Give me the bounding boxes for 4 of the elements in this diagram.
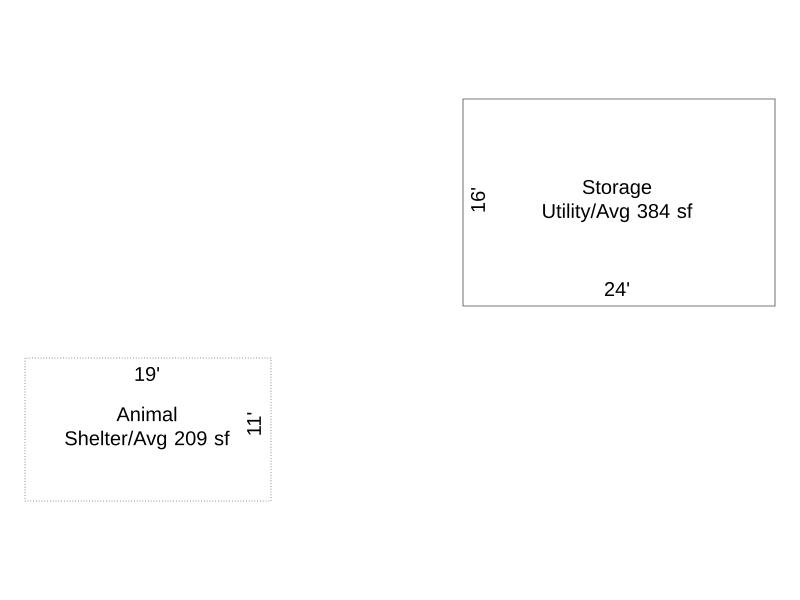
dimension-label: 19' (136, 366, 160, 382)
dimension-label: 16' (470, 188, 486, 212)
dimension-label: 24' (604, 282, 630, 296)
dimension-label: 11' (247, 412, 261, 435)
